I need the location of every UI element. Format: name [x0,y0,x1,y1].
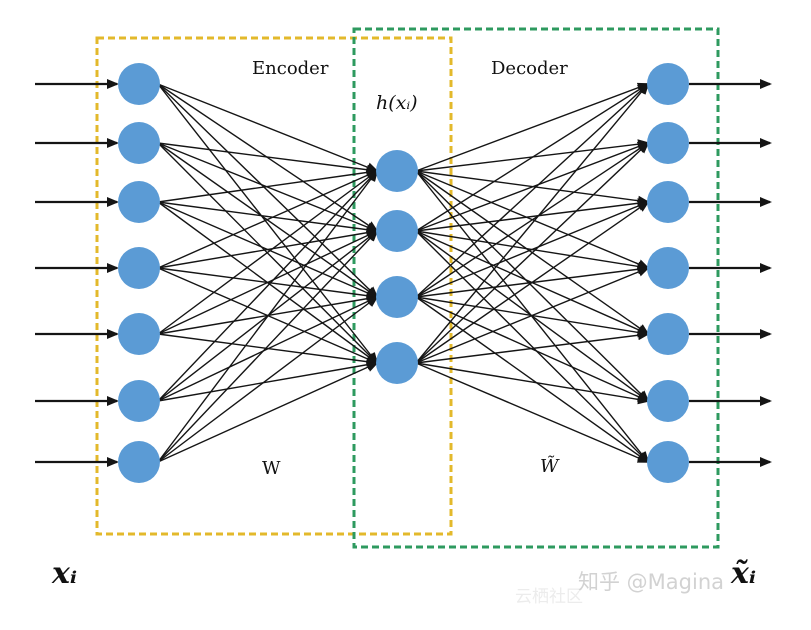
decoder-edge [415,141,650,364]
input-node [118,63,160,105]
encoder-edge [157,169,379,402]
decoder-edge [415,230,650,464]
decoder-edge [415,198,650,232]
watermark: 知乎 @Magina [578,570,725,594]
decoder-edge [415,82,650,232]
input-node [118,441,160,483]
decoder-edge [415,82,650,172]
decoder-edge [415,296,650,464]
input-node [118,313,160,355]
encoder-edge [157,230,379,335]
encoder-edge [157,362,379,463]
decoder-edge [415,201,650,298]
output-node [647,313,689,355]
input-node [118,247,160,289]
hidden-layer-label: h(xᵢ) [376,92,418,114]
hidden-node [376,210,418,252]
decoder-edge [415,267,650,364]
output-label: x̃ᵢ [731,556,757,591]
hidden-node [376,342,418,384]
encoder-edge [157,359,379,402]
encoder-edge [157,83,379,365]
encoder-edge [157,227,379,269]
encoder-edge [157,169,379,463]
encoder-edge [157,201,379,235]
input-node [118,380,160,422]
encoder-edge [157,170,379,269]
decoder-edge [415,362,650,405]
output-node [647,380,689,422]
output-node [647,181,689,223]
encoder-edge [157,169,379,335]
hidden-node [376,150,418,192]
decoder-edge [415,141,650,298]
decoder-edge [415,200,650,364]
encoder-edge [157,295,379,463]
decoder-edge [415,82,650,298]
encoder-edge [157,83,379,299]
encoder-edge [157,296,379,402]
output-node [647,63,689,105]
decoder-title: Decoder [491,58,568,79]
input-node [118,181,160,223]
encoder-box [95,36,453,536]
decoder-edge [415,82,650,364]
encoder-edge [157,83,379,172]
watermark-faint: 云栖社区 [515,587,583,607]
output-node [647,441,689,483]
output-node [647,247,689,289]
decoder-edge [415,330,650,364]
hidden-node [376,276,418,318]
decoder-weight-label: W̃ [540,456,559,477]
decoder-edge [415,362,650,463]
decoder-box [352,27,720,549]
input-label: xᵢ [52,556,78,591]
input-node [118,122,160,164]
encoder-edge [157,167,379,203]
encoder-edge [157,142,379,175]
output-node [647,122,689,164]
encoder-weight-label: W [262,458,281,479]
encoder-title: Encoder [252,58,329,79]
encoder-edge [157,229,379,463]
decoder-edge [415,141,650,232]
decoder-edge [415,170,650,403]
